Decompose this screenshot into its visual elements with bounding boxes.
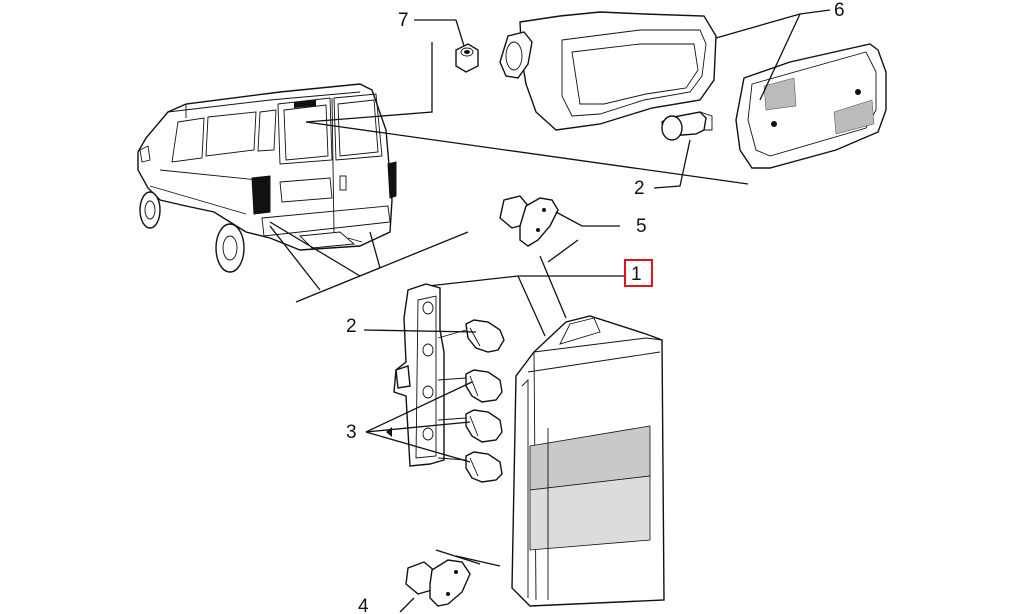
callout-7-label: 7 <box>398 10 409 31</box>
callout-2-lower-label: 2 <box>346 316 357 337</box>
third-brake-light-lens <box>735 43 887 169</box>
callout-4[interactable]: 4 <box>358 596 369 614</box>
callout-3[interactable]: 3 <box>346 422 357 443</box>
rear-lamp-bulbs <box>437 329 503 483</box>
tail-lamp-bulb-2 <box>465 319 505 353</box>
rear-lamp-assembly <box>511 315 665 607</box>
callout-4-label: 4 <box>358 596 369 614</box>
callout-3-label: 3 <box>346 422 357 443</box>
callout-7[interactable]: 7 <box>398 10 409 31</box>
van-illustration <box>137 83 397 273</box>
lower-bulb-socket <box>399 549 501 613</box>
callout-2-upper-label: 2 <box>634 178 645 199</box>
leader-lines <box>269 42 749 337</box>
brake-light-housing <box>499 11 717 141</box>
upper-bulb-socket <box>499 195 620 247</box>
callout-leaders <box>363 9 831 463</box>
callout-1-highlight-box <box>624 259 653 287</box>
callout-5[interactable]: 5 <box>636 216 647 237</box>
bulb-holder-plate <box>393 283 445 467</box>
callout-6[interactable]: 6 <box>834 0 845 21</box>
callout-1-label: 1 <box>631 264 642 285</box>
callout-6-label: 6 <box>834 0 845 21</box>
callout-2-lower[interactable]: 2 <box>346 316 357 337</box>
nut-part <box>455 43 479 73</box>
callout-5-label: 5 <box>636 216 647 237</box>
callout-1[interactable]: 1 <box>624 259 653 287</box>
callout-2-upper[interactable]: 2 <box>634 178 645 199</box>
